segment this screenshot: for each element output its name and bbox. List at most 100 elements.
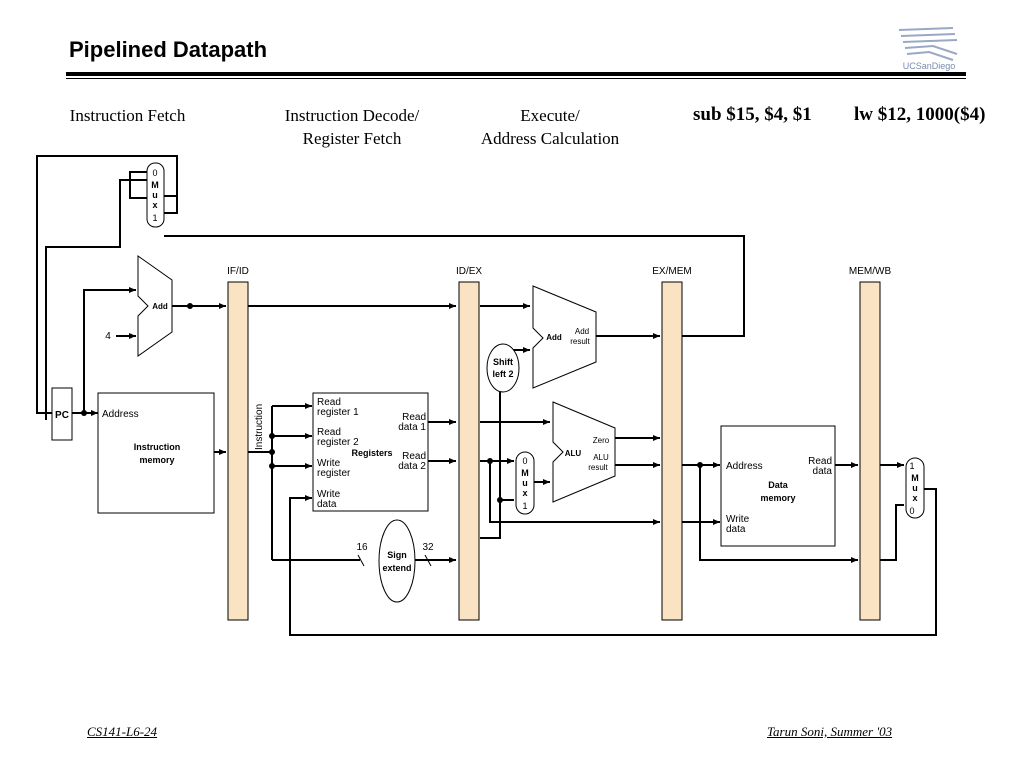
dmem-line2: memory [760,493,795,503]
instruction-in-id: lw $12, 1000($4) [854,104,986,125]
reg-rr2-a: Read [317,427,341,438]
wire-mux-to-pc [45,179,148,420]
pc-adder-label: Add [152,302,168,311]
sign-extend [378,519,416,603]
branch-result-line1: Add [575,327,589,336]
alu [552,401,616,503]
slide-title: Pipelined Datapath [69,37,268,62]
footer-right: Tarun Soni, Summer '03 [767,724,893,739]
mux-wb-0: 0 [909,506,914,516]
sign-out-bits: 32 [422,542,434,553]
wire-memwb-to-mux-0 [880,504,904,561]
reg-wr-a: Write [317,458,341,469]
constant-four: 4 [105,331,111,342]
mux-alu-0: 0 [522,456,527,466]
mux-wb-labels: 1 M u x 0 [909,461,918,516]
stage-execute: Execute/ Address Calculation [455,104,645,150]
label-exmem: EX/MEM [652,266,691,277]
dot-add-out [187,303,193,309]
dot-instr-2 [269,433,275,439]
reg-wd-b: data [317,499,337,510]
reg-wd-a: Write [317,489,341,500]
pipe-reg-exmem [661,281,683,621]
mux-alu-u: u [522,478,528,488]
imem-address: Address [102,409,139,420]
pc-adder [137,255,173,357]
wire-idex-imm-to-mux [480,499,514,539]
label-ifid: IF/ID [227,266,249,277]
dot-pc [81,410,87,416]
dot-rd2 [487,458,493,464]
reg-rd2-a: Read [402,451,426,462]
shift-line1: Shift [493,357,513,367]
reg-rr1-a: Read [317,397,341,408]
label-idex: ID/EX [456,266,482,277]
shift-left-2 [486,343,520,393]
stage-execute-line1: Execute/ [520,106,580,125]
dmem-read-a: Read [808,456,832,467]
instruction-memory [97,392,215,514]
imem-line2: memory [139,455,174,465]
dmem-read-b: data [813,466,833,477]
dot-instr-3 [269,463,275,469]
dmem-address: Address [726,461,763,472]
wire-write-data-forward [489,461,660,525]
dot-imm [497,497,503,503]
register-file [312,392,429,512]
mux-pc-u: u [152,190,158,200]
wire-mux-feedback [164,196,178,214]
stage-decode-line1: Instruction Decode/ [284,106,420,125]
alu-label: ALU [565,449,582,458]
stage-execute-line2: Address Calculation [480,129,620,148]
sign-extend-line1: Sign [387,550,407,560]
stage-fetch-label: Instruction Fetch [69,106,186,125]
wire-mux-in [129,171,148,199]
sign-in-bits: 16 [356,542,368,553]
bus-slash-16 [357,554,365,567]
mux-pc-m: M [151,180,159,190]
pc-label: PC [55,410,69,421]
wire-pc-to-add [83,287,136,413]
branch-result-line2: result [570,337,590,346]
mux-alu [515,451,535,515]
branch-adder-label: Add [546,333,562,342]
mux-wb-x: x [912,493,917,503]
reg-rd1-a: Read [402,412,426,423]
mux-pc-labels: 0 M u x 1 [151,168,159,223]
pc-register [51,387,73,441]
mux-alu-1: 1 [522,501,527,511]
reg-rd2-b: data 2 [398,461,426,472]
wire-write-back [289,488,937,636]
dot-instr-bus [269,449,275,455]
reg-wr-b: register [317,468,351,479]
imem-line1: Instruction [134,442,181,452]
mux-pc-1: 1 [152,213,157,223]
logo-text: UCSanDiego [903,61,956,71]
mux-pc-0: 0 [152,168,157,178]
junction-dots [81,303,703,503]
mux-wb-1: 1 [909,461,914,471]
wire-loop-top [36,155,178,414]
wire-branch-target-back [164,235,745,337]
dmem-write-a: Write [726,514,750,525]
dmem-write-b: data [726,524,746,535]
alu-result-line1: ALU [593,453,609,462]
stage-decode-line2: Register Fetch [302,129,402,148]
dot-alu-res [697,462,703,468]
reg-rd1-b: data 1 [398,422,426,433]
title-rule-thin [66,78,966,79]
sign-extend-line2: extend [382,563,411,573]
ucsd-logo-icon: UCSanDiego [898,27,958,71]
instruction-in-ex: sub $15, $4, $1 [693,104,812,125]
reg-title: Registers [351,448,392,458]
mux-alu-x: x [522,488,527,498]
mux-wb-u: u [912,483,918,493]
data-memory [720,425,836,547]
stage-fetch: Instruction Fetch [40,104,215,127]
wire-alu-result-bypass [699,465,858,563]
mux-pc [146,162,165,228]
mux-pc-x: x [152,200,157,210]
label-memwb: MEM/WB [849,266,892,277]
